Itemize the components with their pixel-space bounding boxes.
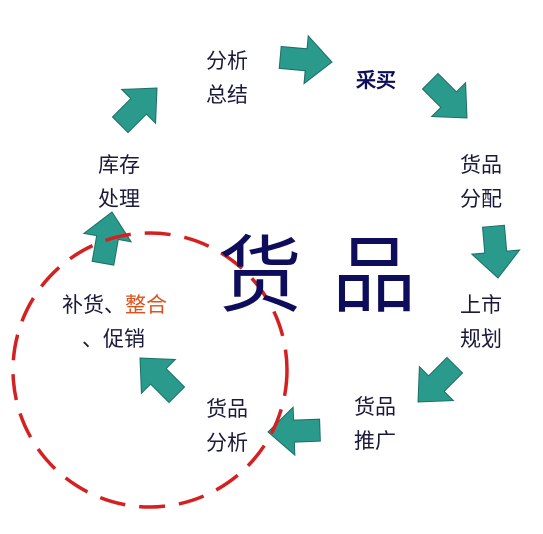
- step-goods-analysis: 货品 分析: [206, 392, 248, 460]
- step-inventory-line1: 库存: [98, 153, 140, 177]
- center-title: 货品: [218, 228, 416, 324]
- step-promotion-line1: 货品: [354, 395, 396, 419]
- step-goods-analysis-line1: 货品: [206, 397, 248, 421]
- step-purchase: 采买: [356, 68, 396, 92]
- step-distribution: 货品 分配: [460, 148, 502, 216]
- step-replenish-line2: 、促销: [82, 327, 145, 351]
- step-inventory: 库存 处理: [98, 148, 140, 216]
- step-replenish-highlight: 整合: [125, 293, 167, 317]
- arrow-purchase-to-distribution: [412, 63, 485, 136]
- arrow-promotion-to-analysis: [266, 405, 322, 457]
- step-inventory-line2: 处理: [98, 187, 140, 211]
- arrow-distribution-to-launch: [469, 223, 523, 281]
- center-char-2: 品: [332, 227, 417, 325]
- step-promotion-line2: 推广: [354, 429, 396, 453]
- step-distribution-line2: 分配: [460, 187, 502, 211]
- step-analysis-summary-line1: 分析: [206, 49, 248, 73]
- center-char-1: 货: [218, 227, 303, 325]
- step-promotion: 货品 推广: [354, 390, 396, 458]
- step-analysis-summary: 分析 总结: [206, 44, 248, 112]
- step-replenish: 补货、整合 、促销: [62, 288, 167, 356]
- step-analysis-summary-line2: 总结: [206, 83, 248, 107]
- arrow-inventory-to-analysis: [102, 70, 175, 143]
- step-launch-plan-line2: 规划: [460, 327, 502, 351]
- arrow-analysis-to-purchase: [277, 33, 335, 87]
- arrow-replenish-to-inventory: [78, 207, 137, 268]
- arrow-launch-to-promotion: [400, 347, 473, 420]
- step-launch-plan: 上市 规划: [460, 288, 502, 356]
- step-goods-analysis-line2: 分析: [206, 431, 248, 455]
- step-launch-plan-line1: 上市: [460, 293, 502, 317]
- step-replenish-part1: 补货、: [62, 293, 125, 317]
- dashed-highlight-circle: [11, 231, 289, 509]
- step-distribution-line1: 货品: [460, 153, 502, 177]
